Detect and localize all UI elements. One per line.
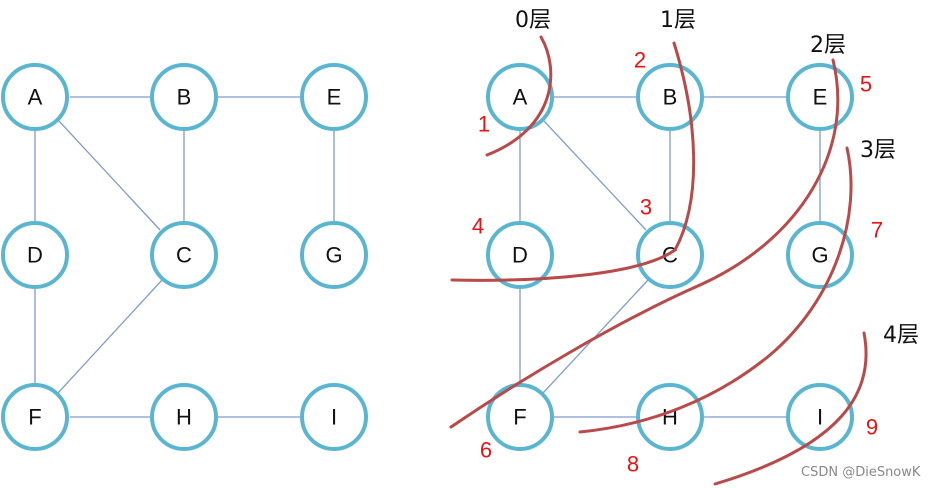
svg-text:B: B (177, 85, 192, 110)
svg-text:A: A (28, 85, 43, 110)
left-node-g: G (300, 221, 368, 289)
right-node-i: I (786, 383, 854, 451)
svg-text:I: I (331, 405, 337, 430)
level-curve-0 (485, 35, 553, 157)
right-node-g: G (786, 221, 854, 289)
watermark: CSDN @DieSnowK (801, 465, 921, 480)
left-node-d: D (1, 221, 69, 289)
svg-text:D: D (27, 243, 43, 268)
level-label-0: 0层 (515, 8, 551, 33)
svg-text:I: I (817, 405, 823, 430)
left-graph: A B E D C G F H I (1, 63, 368, 451)
level-label-1: 1层 (660, 8, 696, 33)
svg-text:C: C (176, 243, 192, 268)
level-curve-4 (713, 331, 868, 486)
left-node-c: C (150, 221, 218, 289)
svg-text:B: B (663, 85, 678, 110)
right-node-b: B (636, 63, 704, 131)
edge-a-c (58, 120, 161, 231)
right-node-h: H (636, 383, 704, 451)
svg-text:E: E (813, 85, 828, 110)
level-curve-1 (450, 41, 696, 282)
level-curve-2 (449, 58, 840, 429)
svg-text:G: G (811, 243, 828, 268)
edge-c-f (57, 279, 163, 394)
left-node-h: H (150, 383, 218, 451)
right-node-f: F (486, 383, 554, 451)
left-nodes: A B E D C G F H I (1, 63, 368, 451)
right-graph: A B E D C G F H I 0层 1层 2层 3层 4层 (449, 8, 919, 486)
level-label-3: 3层 (860, 138, 896, 163)
order-label-8: 8 (627, 452, 639, 477)
level-labels: 0层 1层 2层 3层 4层 (515, 8, 919, 348)
right-node-d: D (486, 221, 554, 289)
visit-order-labels: 1 2 3 4 5 6 7 8 9 (472, 48, 883, 477)
left-node-b: B (150, 63, 218, 131)
right-node-a: A (486, 63, 554, 131)
svg-text:A: A (513, 85, 528, 110)
order-label-2: 2 (634, 48, 646, 73)
order-label-1: 1 (478, 112, 490, 137)
svg-text:F: F (28, 405, 41, 430)
left-edges (34, 96, 335, 418)
svg-text:F: F (513, 405, 526, 430)
order-label-5: 5 (860, 72, 872, 97)
svg-text:H: H (176, 405, 192, 430)
right-node-c: C (636, 221, 704, 289)
order-label-9: 9 (866, 415, 878, 440)
right-nodes: A B E D C G F H I (486, 63, 854, 451)
svg-text:E: E (327, 85, 342, 110)
svg-text:G: G (325, 243, 342, 268)
right-node-e: E (786, 63, 854, 131)
left-node-e: E (300, 63, 368, 131)
level-curve-3 (578, 146, 853, 434)
left-node-a: A (1, 63, 69, 131)
left-node-i: I (300, 383, 368, 451)
order-label-7: 7 (871, 218, 883, 243)
order-label-4: 4 (472, 214, 484, 239)
svg-text:D: D (512, 243, 528, 268)
order-label-3: 3 (640, 195, 652, 220)
level-label-2: 2层 (810, 33, 846, 58)
svg-text:H: H (662, 405, 678, 430)
level-label-4: 4层 (883, 323, 919, 348)
order-label-6: 6 (480, 438, 492, 463)
edge-a-c (543, 120, 647, 231)
left-node-f: F (1, 383, 69, 451)
level-curves (449, 35, 868, 486)
